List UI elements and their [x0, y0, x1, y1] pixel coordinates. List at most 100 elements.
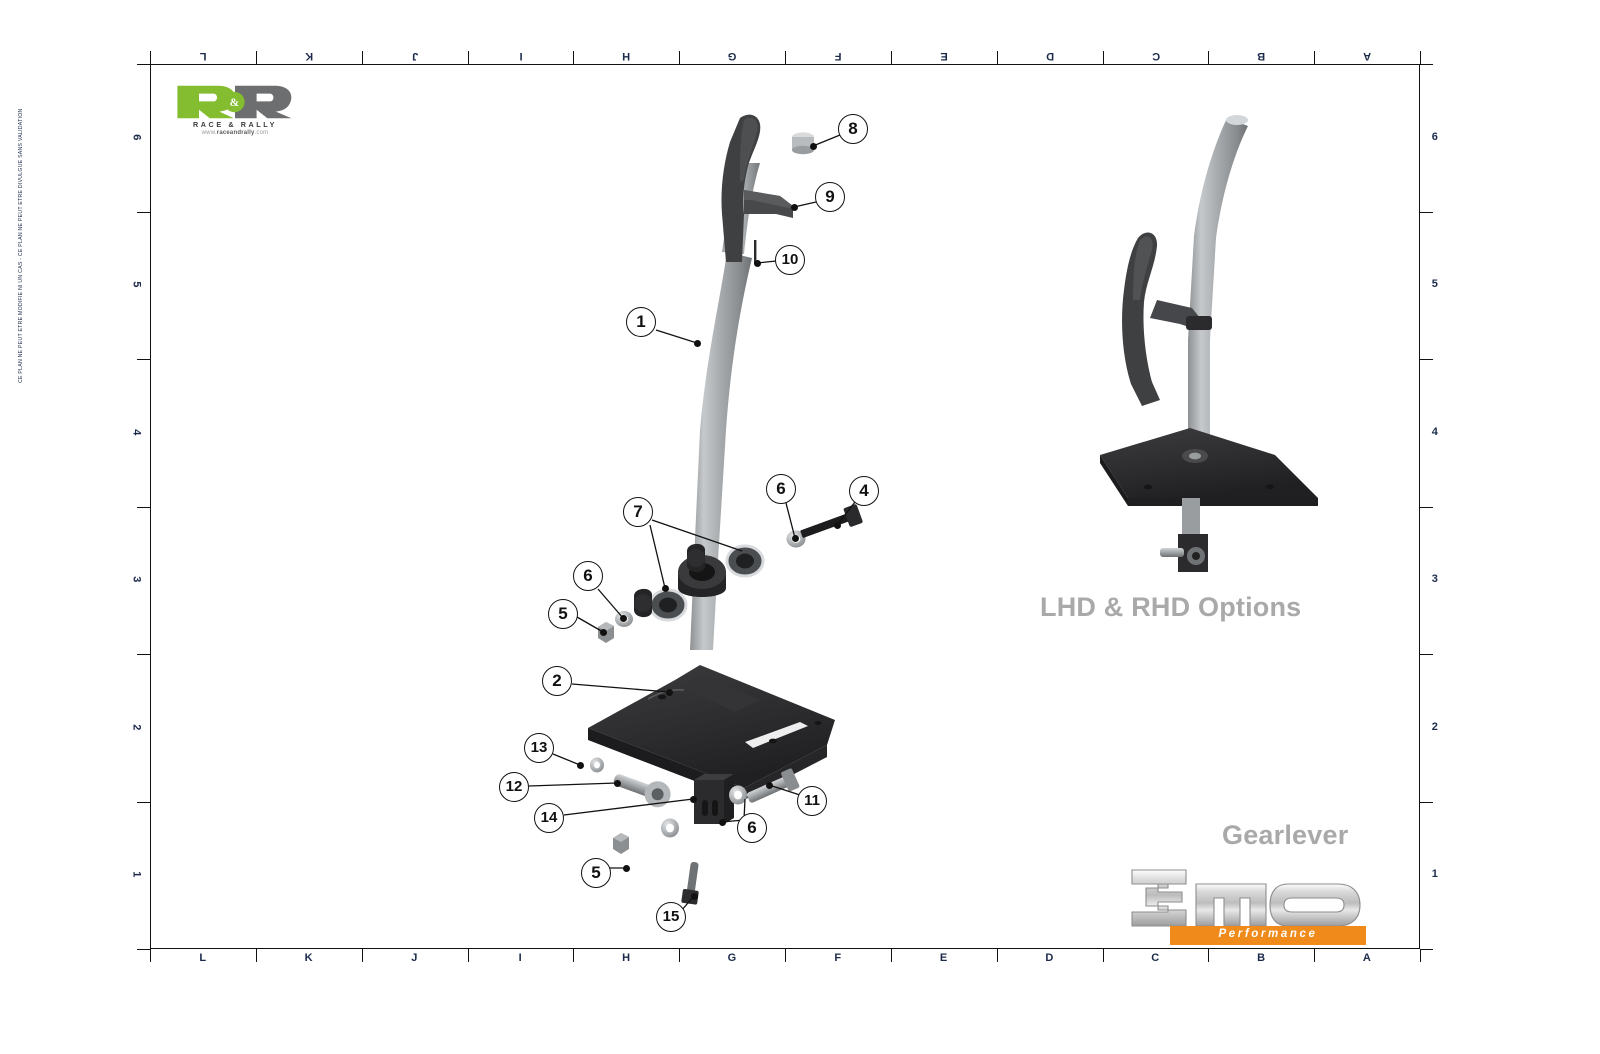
rr-url-domain: raceandrally: [216, 130, 255, 136]
callout-bubble-8[interactable]: 8: [838, 114, 868, 144]
ruler-tick: [137, 949, 150, 950]
performance-label: Performance: [1218, 928, 1318, 940]
ruler-tick: [255, 949, 257, 962]
zone-label-e: E: [939, 952, 948, 964]
rr-logo-name: RACE & RALLY: [192, 120, 278, 129]
rr-url-tld: .com: [254, 130, 269, 136]
lhd-rhd-options-title: LHD & RHD Options: [1040, 592, 1302, 622]
ruler-tick: [785, 949, 786, 962]
ruler-tick: [137, 211, 150, 213]
ruler-tick: [1420, 359, 1433, 360]
ruler-tick: [679, 51, 681, 64]
callout-dot-1: [693, 339, 701, 347]
ruler-tick: [137, 359, 150, 360]
callout-bubble-5a[interactable]: 5: [548, 599, 578, 629]
callout-bubble-6c[interactable]: 6: [737, 813, 767, 843]
ruler-tick: [467, 949, 469, 962]
ruler-tick: [1420, 51, 1421, 64]
ruler-tick: [1208, 949, 1210, 962]
callout-bubble-4[interactable]: 4: [849, 476, 879, 506]
callout-dot-11: [765, 781, 773, 789]
callout-dot-9: [790, 203, 798, 211]
callout-dot-5b: [622, 864, 630, 872]
callout-bubble-9[interactable]: 9: [815, 182, 845, 212]
callout-dot-6a: [619, 614, 627, 622]
drawing-frame: [150, 64, 1420, 949]
ruler-tick: [890, 949, 892, 962]
ruler-tick: [255, 51, 257, 64]
ruler-tick: [1420, 506, 1433, 508]
zone-label-h: H: [622, 952, 631, 964]
callout-dot-4: [833, 521, 841, 529]
row-label-6: 6: [1431, 130, 1439, 143]
3mo-performance-logo: Performance: [1124, 862, 1366, 946]
row-label-2: 2: [1431, 720, 1439, 733]
zone-label-c: C: [1151, 952, 1160, 964]
ruler-tick: [150, 51, 151, 64]
callout-bubble-12[interactable]: 12: [499, 772, 529, 802]
zone-label-f: F: [834, 952, 842, 964]
zone-label-d: D: [1045, 952, 1054, 964]
ruler-tick: [1420, 654, 1433, 655]
row-label-1: 1: [1431, 868, 1439, 881]
svg-text:&: &: [230, 97, 240, 109]
callout-dot-15: [690, 892, 698, 900]
ruler-tick: [996, 51, 998, 64]
rr-url-prefix: www.: [201, 130, 217, 136]
ruler-tick: [785, 51, 786, 64]
callout-dot-10: [753, 259, 761, 267]
callout-dot-12: [613, 779, 621, 787]
ruler-tick: [1102, 949, 1104, 962]
ruler-tick: [137, 801, 150, 803]
callout-bubble-15[interactable]: 15: [656, 902, 686, 932]
callout-dot-8: [809, 142, 817, 150]
callout-bubble-13[interactable]: 13: [524, 733, 554, 763]
race-and-rally-logo: & RACE & RALLY www.raceandrally.com: [175, 83, 295, 136]
callout-dot-2: [665, 688, 673, 696]
ruler-tick: [150, 949, 151, 962]
ruler-tick: [1314, 949, 1316, 962]
zone-label-l: L: [199, 952, 207, 964]
callout-bubble-7[interactable]: 7: [623, 497, 653, 527]
performance-bar: Performance: [1170, 926, 1366, 945]
callout-bubble-6a[interactable]: 6: [573, 561, 603, 591]
ruler-tick: [573, 51, 575, 64]
ruler-tick: [996, 949, 998, 962]
callout-bubble-5b[interactable]: 5: [581, 858, 611, 888]
ruler-tick: [1420, 949, 1433, 950]
ruler-tick: [1314, 51, 1316, 64]
rr-logo-url: www.raceandrally.com: [175, 130, 295, 136]
callout-bubble-10[interactable]: 10: [775, 245, 805, 275]
zone-label-j: J: [411, 952, 418, 964]
callout-dot-5a: [599, 628, 607, 636]
callout-bubble-1[interactable]: 1: [626, 307, 656, 337]
callout-dot-7: [661, 584, 669, 592]
ruler-tick: [137, 64, 150, 65]
product-title: Gearlever: [1222, 820, 1349, 850]
ruler-tick: [137, 654, 150, 655]
callout-bubble-14[interactable]: 14: [534, 803, 564, 833]
callout-bubble-11[interactable]: 11: [797, 786, 827, 816]
ruler-tick: [137, 506, 150, 508]
3mo-wordmark: [1131, 869, 1361, 927]
ruler-tick: [361, 949, 363, 962]
callout-dot-6b: [791, 534, 799, 542]
ruler-tick: [1420, 64, 1433, 65]
ruler-tick: [573, 949, 575, 962]
ruler-tick: [890, 51, 892, 64]
ruler-tick: [361, 51, 363, 64]
callout-bubble-6b[interactable]: 6: [766, 474, 796, 504]
callout-dot-13: [576, 761, 584, 769]
rr-logo-mark: &: [177, 85, 292, 119]
row-label-4: 4: [1431, 425, 1439, 438]
callout-bubble-2[interactable]: 2: [542, 666, 572, 696]
callout-dot-14: [689, 795, 697, 803]
row-label-5: 5: [1431, 278, 1439, 291]
ruler-tick: [1420, 949, 1421, 962]
zone-label-b: B: [1257, 952, 1266, 964]
row-label-3: 3: [1431, 573, 1439, 586]
ruler-tick: [467, 51, 469, 64]
ruler-tick: [1208, 51, 1210, 64]
